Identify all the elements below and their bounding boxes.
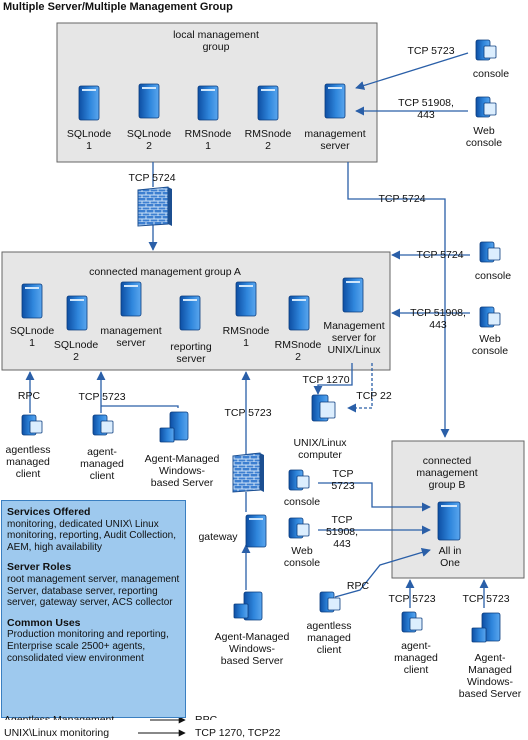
agent-a-icon [92, 414, 114, 436]
console-b-label: console [283, 496, 321, 508]
webconsole-top-icon [475, 96, 497, 118]
windows-server-gw-icon [233, 591, 263, 621]
roles-text: root management server, management Serve… [7, 573, 180, 609]
port-tcp5723-agent-a: TCP 5723 [78, 391, 126, 403]
reporting-server-icon [179, 295, 201, 331]
legend-row1-left: Agentless Management [4, 714, 115, 720]
firewall-icon [137, 186, 172, 227]
conn-unix-tcp22 [347, 363, 373, 413]
gateway-server-icon [245, 514, 267, 548]
sqlnode2-a-server-icon [66, 295, 88, 331]
console-top-icon [475, 39, 497, 61]
rmsnode2-top-server-icon [257, 85, 279, 121]
uses-text: Production monitoring and reporting, Ent… [7, 629, 169, 664]
sqlnode1-top-server-icon [78, 85, 100, 121]
sqlnode2-top-server-icon [138, 83, 160, 119]
webconsole-b-icon [288, 517, 310, 539]
uses-heading: Common Uses [7, 616, 81, 629]
gateway-firewall-icon [232, 452, 264, 493]
unix-computer-icon [311, 394, 336, 422]
windows-server-b-icon [471, 612, 501, 643]
mgmt-server-a-server-icon [120, 281, 142, 317]
services-heading: Services Offered [7, 506, 91, 518]
agentless-b-icon [319, 591, 341, 613]
port-tcp51908-a: TCP 51908,443 [410, 307, 466, 331]
conn-console-b [318, 482, 431, 512]
sqlnode1-a-server-icon [21, 283, 43, 319]
conn-unix-tcp1270 [313, 363, 353, 395]
console-top-label: console [472, 68, 510, 80]
console-b-icon [288, 469, 310, 491]
port-tcp5724-right: TCP 5724 [378, 193, 426, 205]
conn-local-groupb [347, 162, 450, 438]
info-panel: Services Offered monitoring, dedicated U… [1, 500, 186, 718]
console-a-icon [479, 241, 501, 263]
agent-b-icon [401, 611, 423, 633]
legend-row1-right: RPC [195, 714, 218, 720]
port-tcp5723-console-top: TCP 5723 [407, 45, 455, 57]
port-tcp5724-console-a: TCP 5724 [416, 249, 464, 261]
port-rpc-a: RPC [17, 390, 41, 402]
diagram-title: Multiple Server/Multiple Management Grou… [3, 1, 233, 13]
port-rpc-b: RPC [346, 580, 370, 592]
conn-agentless-b [334, 547, 431, 598]
unix-mgmt-server-icon [342, 277, 364, 313]
rmsnode1-a-server-icon [235, 281, 257, 317]
agentless-a-icon [21, 414, 43, 436]
port-tcp1270: TCP 1270 [302, 374, 350, 386]
windows-server-a-icon [159, 411, 189, 443]
legend-row2-right: TCP 1270, TCP22 [195, 727, 281, 739]
conn-windows-a [101, 405, 179, 408]
port-tcp22: TCP 22 [356, 390, 392, 402]
port-tcp51908-top: TCP 51908,443 [398, 97, 454, 121]
port-tcp5723-windows-b: TCP 5723 [462, 593, 510, 605]
services-text: monitoring, dedicated UNIX\ Linux monito… [7, 518, 176, 553]
all-in-one-server-icon [437, 501, 461, 541]
gateway-label: gateway [198, 531, 238, 543]
port-tcp5723-agent-b: TCP 5723 [388, 593, 436, 605]
mgmt-server-top-server-icon [324, 83, 346, 119]
rmsnode1-top-server-icon [197, 85, 219, 121]
legend-row2-left: UNIX\Linux monitoring [4, 727, 110, 739]
conn-console-top [355, 52, 469, 90]
webconsole-a-icon [479, 306, 501, 328]
console-a-label: console [474, 270, 512, 282]
group-a-label: connected management group A [89, 266, 241, 278]
roles-heading: Server Roles [7, 561, 72, 574]
rmsnode2-a-server-icon [288, 295, 310, 331]
port-tcp5723-gateway: TCP 5723 [224, 407, 272, 419]
port-tcp5724-firewall: TCP 5724 [128, 172, 176, 184]
